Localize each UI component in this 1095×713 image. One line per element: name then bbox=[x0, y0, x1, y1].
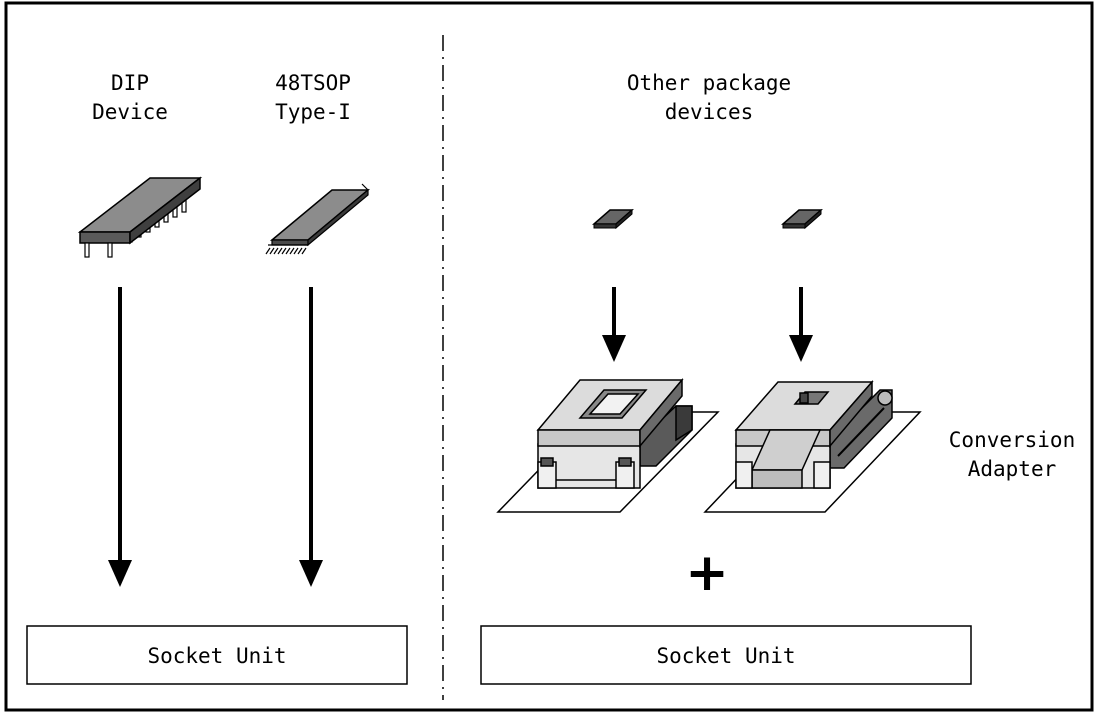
dip-chip-icon bbox=[77, 176, 203, 258]
socket-unit-right-label: Socket Unit bbox=[656, 644, 795, 668]
socket-unit-right bbox=[480, 625, 972, 685]
tsop-label-line2: Type-I bbox=[275, 100, 351, 124]
tsop-chip-icon bbox=[265, 183, 371, 255]
dip-label-line1: DIP bbox=[111, 71, 149, 95]
conversion-adapter-label-line1: Conversion bbox=[949, 428, 1075, 452]
socket-unit-left bbox=[26, 625, 408, 685]
other-package-label-line1: Other package bbox=[627, 71, 791, 95]
tsop-arrow bbox=[299, 287, 323, 587]
outer-frame bbox=[4, 1, 1094, 712]
plus-sign: + bbox=[685, 543, 729, 603]
dip-arrow bbox=[108, 287, 132, 587]
small-chip-icon-2 bbox=[781, 208, 823, 230]
tsop-label-line1: 48TSOP bbox=[275, 71, 351, 95]
socket-unit-left-label: Socket Unit bbox=[147, 644, 286, 668]
small-chip-icon-1 bbox=[592, 208, 634, 230]
conversion-adapter-2 bbox=[703, 380, 922, 513]
other-arrow-1 bbox=[602, 287, 626, 362]
conversion-adapter-label-line2: Adapter bbox=[968, 457, 1057, 481]
conversion-adapter-1 bbox=[496, 377, 720, 513]
other-arrow-2 bbox=[789, 287, 813, 362]
other-package-label-line2: devices bbox=[665, 100, 754, 124]
dip-label-line2: Device bbox=[92, 100, 168, 124]
